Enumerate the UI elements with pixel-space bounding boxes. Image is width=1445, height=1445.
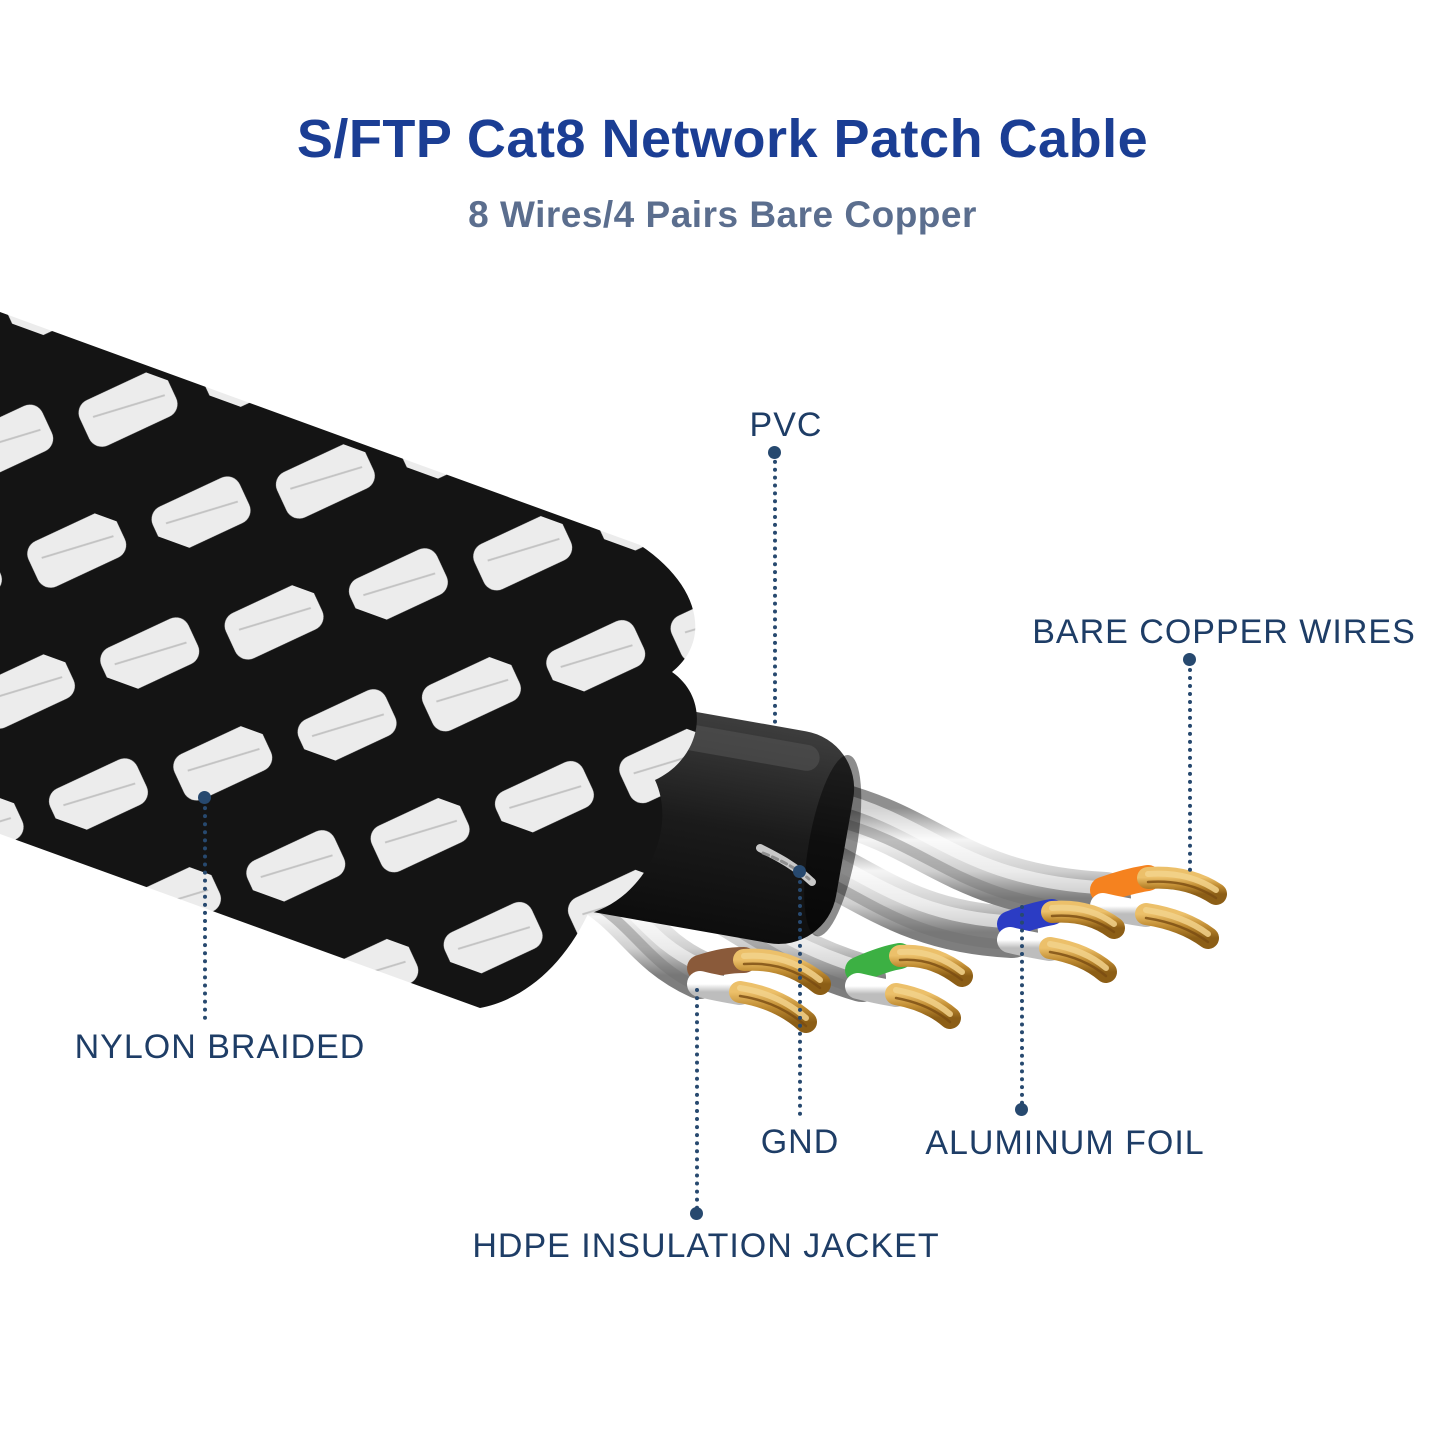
gnd-leader-dot	[793, 865, 806, 878]
bare-copper-leader-line	[1188, 660, 1192, 872]
page-subtitle: 8 Wires/4 Pairs Bare Copper	[468, 194, 977, 235]
bare-copper-leader-dot	[1183, 653, 1196, 666]
gnd-leader-line	[798, 872, 802, 1116]
nylon-leader-line	[203, 798, 207, 1020]
foil-pair-4	[809, 782, 1131, 924]
hdpe-leader-line	[695, 988, 699, 1210]
gnd-drain-wire	[756, 844, 816, 886]
bare-copper-label: BARE COPPER WIRES	[1032, 613, 1416, 651]
aluminum-leader-dot	[1015, 1103, 1028, 1116]
nylon-braided-sleeve	[0, 312, 697, 1008]
gnd-label: GND	[760, 1123, 840, 1161]
nylon-leader-dot	[198, 791, 211, 804]
hdpe-leader-dot	[690, 1207, 703, 1220]
hdpe-label: HDPE INSULATION JACKET	[472, 1227, 940, 1265]
aluminum-foil-label: ALUMINUM FOIL	[925, 1124, 1205, 1162]
pvc-leader-line	[773, 452, 777, 724]
jacket-opening-shadow	[804, 754, 862, 937]
page-title: S/FTP Cat8 Network Patch Cable	[296, 109, 1149, 169]
pvc-label: PVC	[749, 406, 823, 444]
nylon-braided-label: NYLON BRAIDED	[74, 1028, 366, 1066]
aluminum-leader-line	[1020, 905, 1024, 1105]
header: S/FTP Cat8 Network Patch Cable 8 Wires/4…	[0, 108, 1445, 236]
